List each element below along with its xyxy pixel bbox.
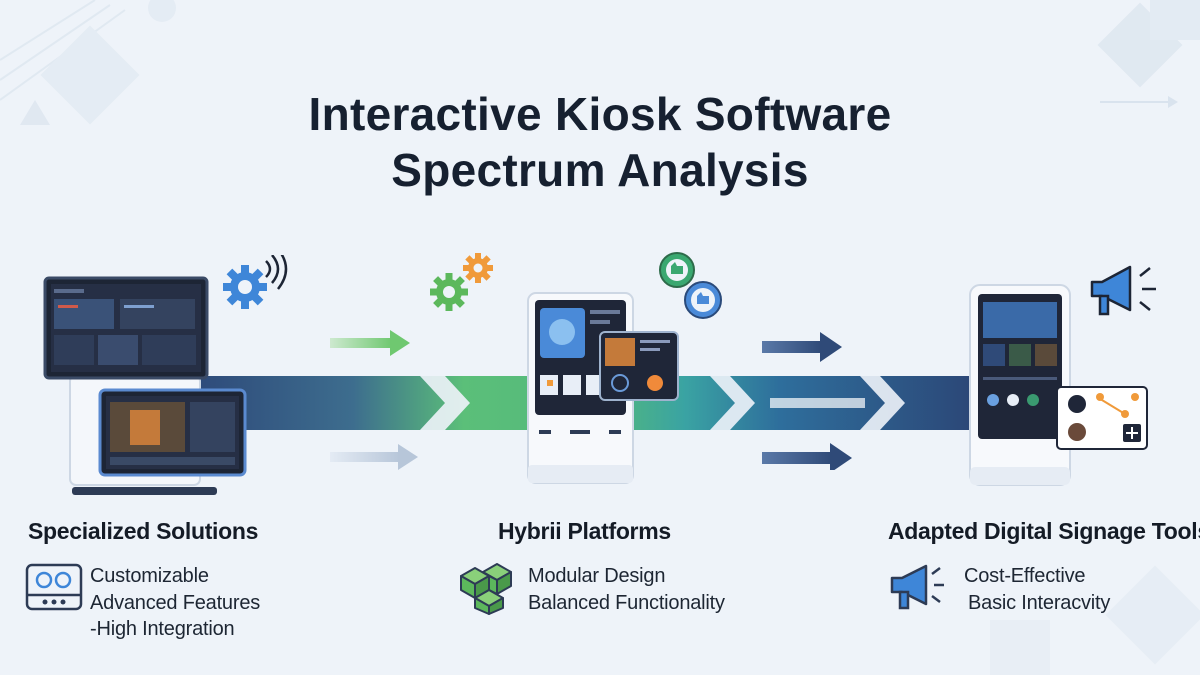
column-heading-specialized: Specialized Solutions <box>28 518 259 544</box>
specialized-kiosk-illustration <box>43 276 247 495</box>
gear-wifi-icon <box>223 255 288 309</box>
control-panel-icon <box>25 563 83 611</box>
hybrid-kiosk-illustration <box>527 292 679 484</box>
feature-basic-interactivity: Basic Interacvity <box>968 592 1111 614</box>
column-heading-hybrid: Hybrii Platforms <box>498 518 671 544</box>
gears-icon <box>430 253 493 311</box>
page-title: Interactive Kiosk Software Spectrum Anal… <box>0 86 1200 198</box>
title-line-1: Interactive Kiosk Software <box>308 88 892 140</box>
feature-advanced-features: Advanced Features <box>90 592 261 614</box>
feature-balanced-functionality: Balanced Functionality <box>528 592 725 614</box>
megaphone-small-icon <box>890 564 944 610</box>
hand-badge-icons <box>659 252 722 319</box>
column-heading-signage: Adapted Digital Signage Tools <box>888 518 1200 544</box>
feature-modular-design: Modular Design <box>528 565 666 587</box>
signage-kiosk-illustration <box>969 284 1148 486</box>
modular-cubes-icon <box>460 563 512 615</box>
feature-customizable: Customizable <box>90 565 209 587</box>
feature-high-integration: -High Integration <box>90 618 235 640</box>
feature-cost-effective: Cost-Effective <box>964 565 1086 587</box>
megaphone-icon <box>1090 265 1156 316</box>
title-line-2: Spectrum Analysis <box>391 144 809 196</box>
